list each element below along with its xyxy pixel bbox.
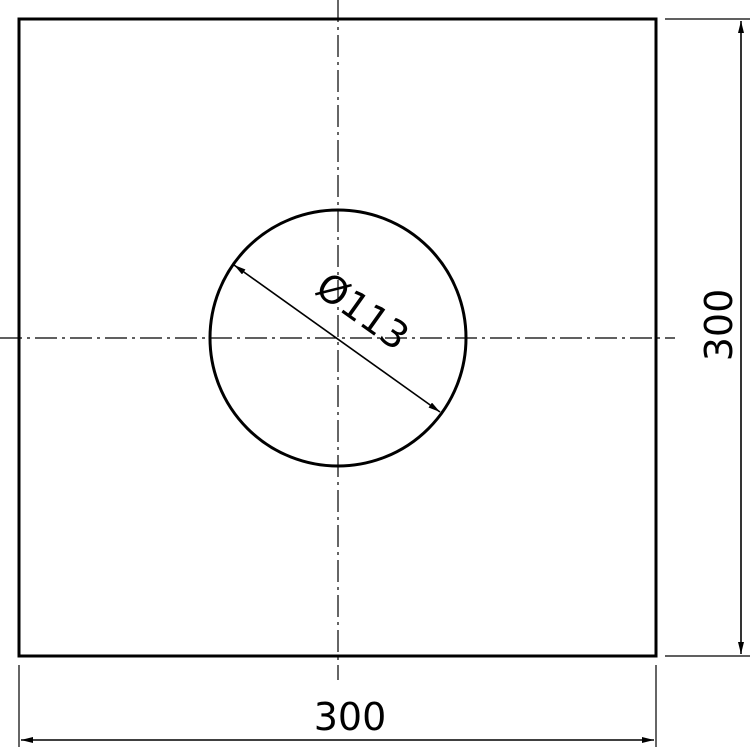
height-dimension-label: 300 [697,289,741,362]
diameter-dimension-label: Ø113 [308,264,417,359]
hole-circle [208,208,468,468]
diameter-dimension-line [233,264,441,413]
width-dimension-label: 300 [314,695,387,739]
